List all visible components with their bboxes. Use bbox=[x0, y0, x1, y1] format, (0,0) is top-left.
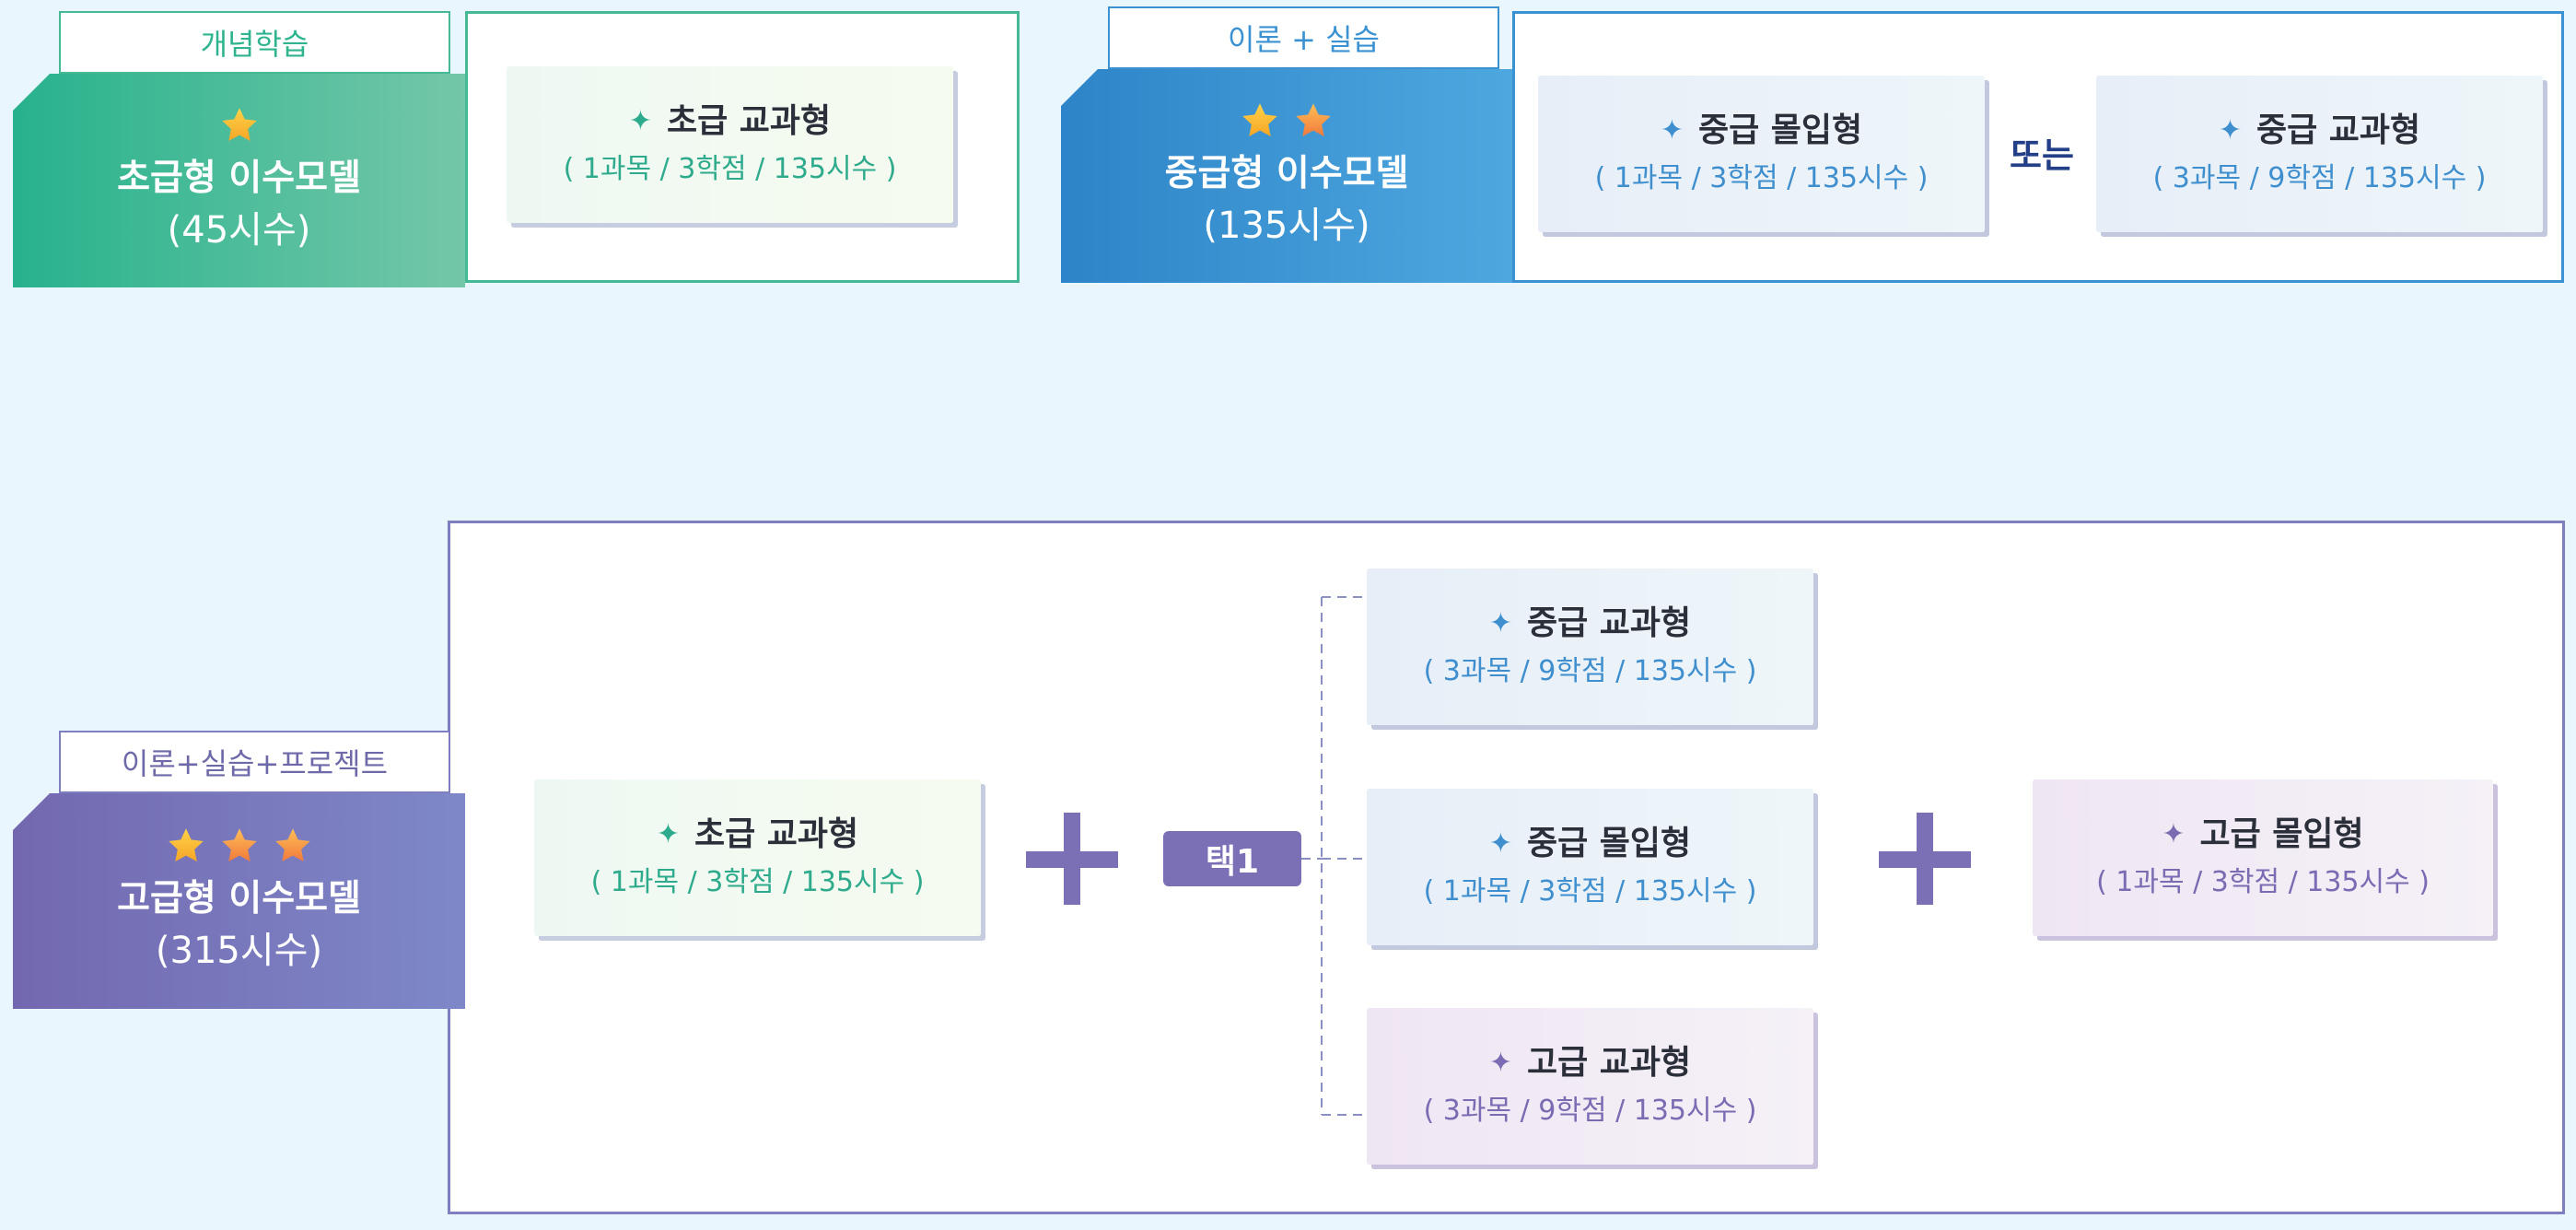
advanced-tag: 이론+실습+프로젝트 bbox=[59, 731, 450, 793]
sparkle-icon: ✦ bbox=[2162, 818, 2186, 850]
star-icon bbox=[166, 826, 206, 866]
course-title: 중급 교과형 bbox=[1527, 604, 1692, 642]
plus-icon bbox=[1026, 813, 1118, 905]
course-title: 중급 몰입형 bbox=[1527, 825, 1692, 862]
model-name: 초급형 이수모델 bbox=[117, 158, 361, 199]
course-detail: ( 1과목 / 3학점 / 135시수 ) bbox=[1594, 162, 1929, 194]
course-detail: ( 1과목 / 3학점 / 135시수 ) bbox=[563, 153, 897, 185]
choice-connector bbox=[1301, 596, 1362, 1116]
intermediate-course-a-card[interactable]: ✦ 중급 몰입형 ( 1과목 / 3학점 / 135시수 ) bbox=[1538, 76, 1985, 232]
advanced-final-card[interactable]: ✦ 고급 몰입형 ( 1과목 / 3학점 / 135시수 ) bbox=[2033, 779, 2493, 936]
model-hours: (135시수) bbox=[1203, 205, 1370, 247]
course-detail: ( 1과목 / 3학점 / 135시수 ) bbox=[590, 866, 925, 898]
star-icon bbox=[219, 105, 260, 146]
model-name: 중급형 이수모델 bbox=[1164, 153, 1409, 194]
course-detail: ( 1과목 / 3학점 / 135시수 ) bbox=[2096, 866, 2430, 898]
advanced-model: 고급형 이수모델 (315시수) bbox=[13, 793, 465, 1009]
choose-one-badge: 택1 bbox=[1163, 831, 1301, 886]
plus-icon bbox=[1879, 813, 1971, 905]
beginner-tag: 개념학습 bbox=[59, 11, 450, 74]
or-label: 또는 bbox=[2010, 135, 2074, 176]
sparkle-icon: ✦ bbox=[628, 105, 652, 137]
course-title: 초급 교과형 bbox=[667, 102, 832, 140]
sparkle-icon: ✦ bbox=[1488, 1047, 1512, 1079]
course-title: 중급 몰입형 bbox=[1698, 111, 1863, 149]
star-icon bbox=[1293, 100, 1334, 141]
course-title: 고급 몰입형 bbox=[2199, 815, 2364, 853]
course-title: 초급 교과형 bbox=[694, 815, 859, 853]
choice-card[interactable]: ✦ 중급 몰입형 ( 1과목 / 3학점 / 135시수 ) bbox=[1367, 789, 1813, 945]
intermediate-course-b-card[interactable]: ✦ 중급 교과형 ( 3과목 / 9학점 / 135시수 ) bbox=[2096, 76, 2543, 232]
sparkle-icon: ✦ bbox=[1488, 827, 1512, 860]
course-detail: ( 3과목 / 9학점 / 135시수 ) bbox=[1423, 1095, 1757, 1127]
beginner-course-card[interactable]: ✦ 초급 교과형 ( 1과목 / 3학점 / 135시수 ) bbox=[507, 66, 953, 223]
advanced-base-card[interactable]: ✦ 초급 교과형 ( 1과목 / 3학점 / 135시수 ) bbox=[534, 779, 981, 936]
model-name: 고급형 이수모델 bbox=[117, 878, 361, 920]
star-icon bbox=[273, 826, 313, 866]
sparkle-icon: ✦ bbox=[1488, 607, 1512, 639]
choice-card[interactable]: ✦ 고급 교과형 ( 3과목 / 9학점 / 135시수 ) bbox=[1367, 1008, 1813, 1165]
course-title: 중급 교과형 bbox=[2256, 111, 2421, 149]
beginner-model: 초급형 이수모델 (45시수) bbox=[13, 74, 465, 287]
star-icon bbox=[1240, 100, 1280, 141]
sparkle-icon: ✦ bbox=[2218, 114, 2242, 146]
star-icon bbox=[219, 826, 260, 866]
model-hours: (315시수) bbox=[155, 930, 323, 972]
choice-card[interactable]: ✦ 중급 교과형 ( 3과목 / 9학점 / 135시수 ) bbox=[1367, 568, 1813, 725]
sparkle-icon: ✦ bbox=[656, 818, 680, 850]
intermediate-tag: 이론 + 실습 bbox=[1108, 6, 1499, 69]
intermediate-stars bbox=[1240, 100, 1334, 141]
sparkle-icon: ✦ bbox=[1660, 114, 1684, 146]
course-detail: ( 3과목 / 9학점 / 135시수 ) bbox=[1423, 655, 1757, 687]
advanced-stars bbox=[166, 826, 313, 866]
beginner-stars bbox=[219, 105, 260, 146]
model-hours: (45시수) bbox=[167, 209, 311, 252]
course-detail: ( 3과목 / 9학점 / 135시수 ) bbox=[2152, 162, 2487, 194]
course-detail: ( 1과목 / 3학점 / 135시수 ) bbox=[1423, 875, 1757, 908]
intermediate-model: 중급형 이수모델 (135시수) bbox=[1061, 69, 1512, 283]
course-title: 고급 교과형 bbox=[1527, 1044, 1692, 1082]
